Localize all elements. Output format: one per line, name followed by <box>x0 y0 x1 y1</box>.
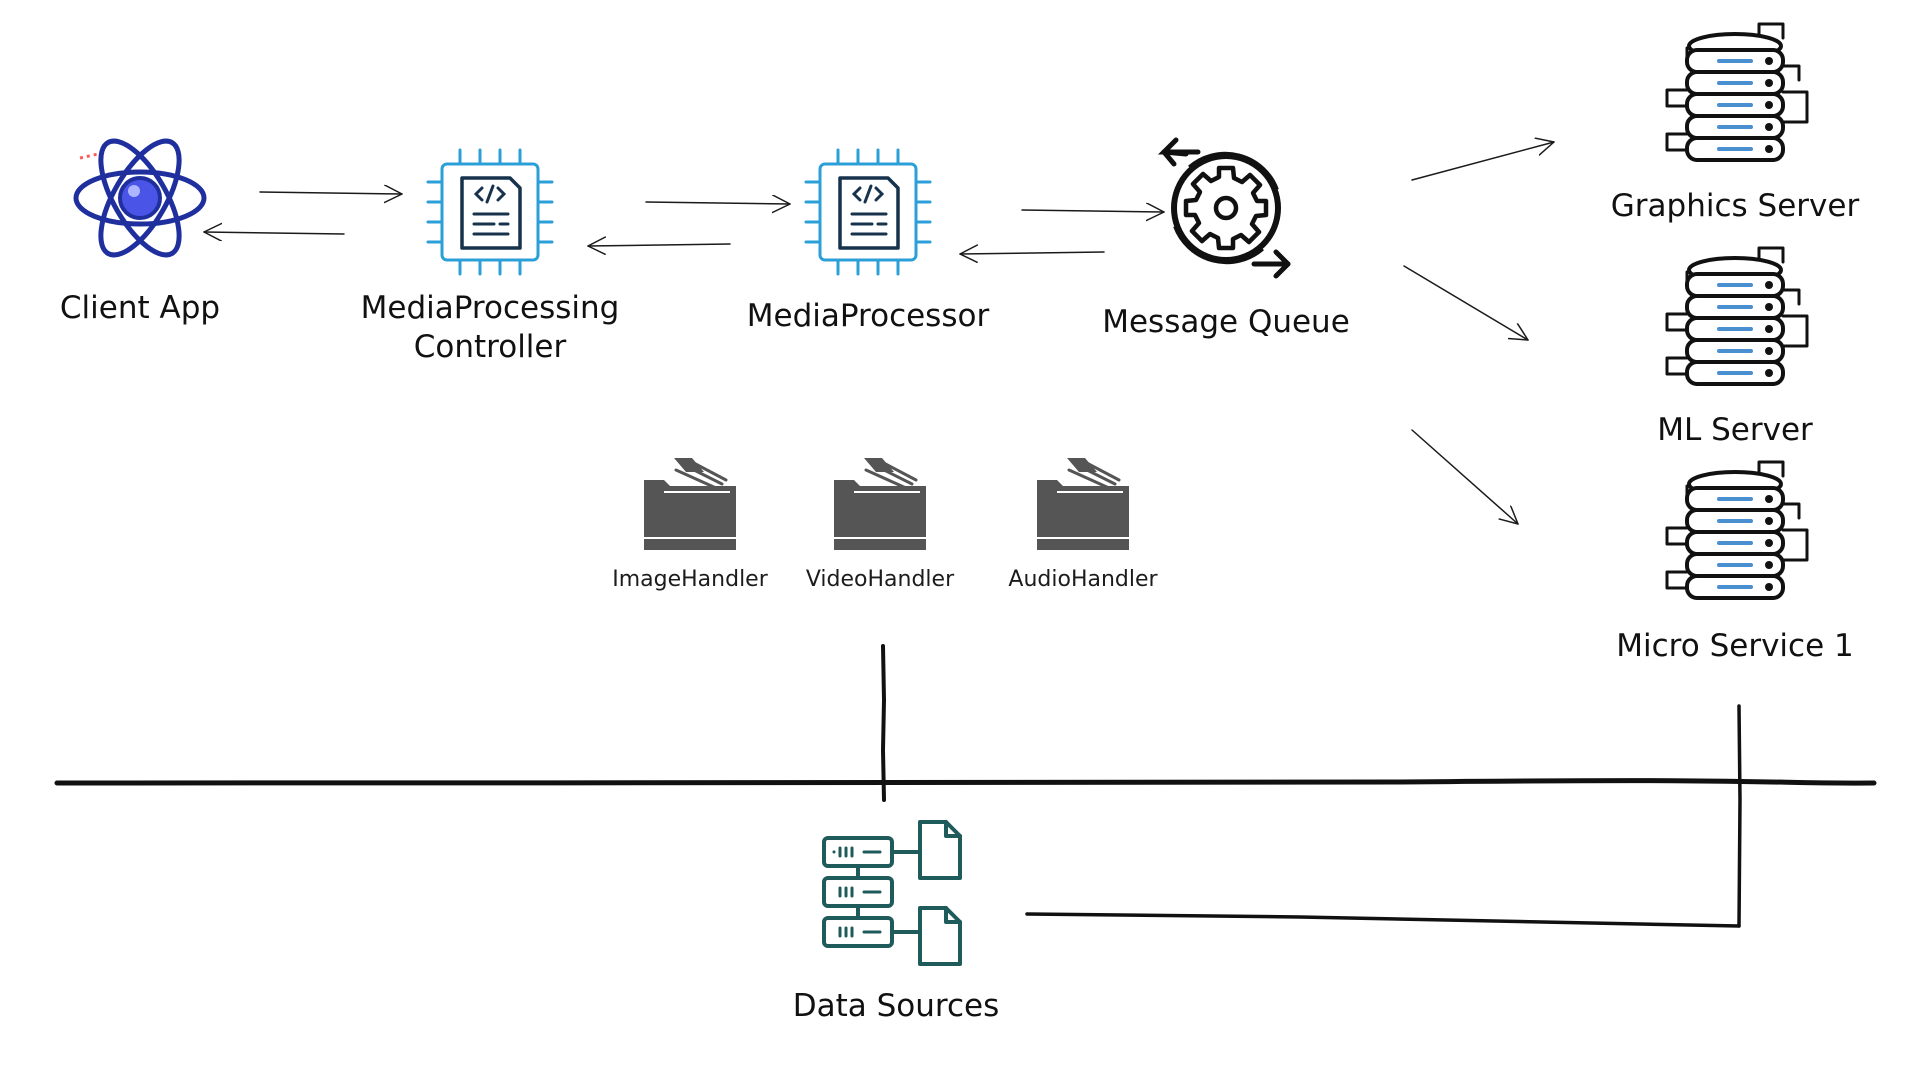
micro-service-connector <box>1737 704 1742 928</box>
audio-handler-node[interactable]: AudioHandler <box>1008 456 1159 592</box>
video-handler-node[interactable]: VideoHandler <box>806 456 955 592</box>
arrow-queue-to-processor <box>959 252 1105 254</box>
arrow-processor-to-controller <box>587 244 731 246</box>
audio-handler-label: AudioHandler <box>1008 567 1158 592</box>
ml-server-label: ML Server <box>1657 412 1813 448</box>
graphics-server-node[interactable]: Graphics Server <box>1611 22 1860 224</box>
client-app-node[interactable]: Client App <box>60 130 220 326</box>
controller-label-line1: MediaProcessing <box>361 290 620 326</box>
arrow-controller-to-client <box>203 232 345 234</box>
server-stack-icon <box>1665 460 1809 600</box>
folder-icon <box>642 456 738 552</box>
atom-icon <box>73 138 207 258</box>
data-bus <box>54 644 1877 928</box>
data-sources-node[interactable]: Data Sources <box>793 820 1000 1024</box>
message-queue-node[interactable]: Message Queue <box>1102 137 1350 340</box>
micro-service-node[interactable]: Micro Service 1 <box>1616 460 1854 664</box>
video-handler-connector <box>881 644 886 802</box>
server-stack-icon <box>1665 22 1809 162</box>
media-processing-controller-node[interactable]: MediaProcessing Controller <box>361 148 620 365</box>
media-processor-label: MediaProcessor <box>747 298 990 334</box>
folder-icon <box>1035 456 1131 552</box>
database-files-icon <box>822 820 962 966</box>
graphics-server-label: Graphics Server <box>1611 188 1860 224</box>
data-sources-connector <box>1025 912 1741 928</box>
ml-server-node[interactable]: ML Server <box>1657 246 1813 448</box>
image-handler-node[interactable]: ImageHandler <box>612 456 769 592</box>
arrow-controller-to-processor <box>645 202 791 204</box>
gear-cycle-icon <box>1157 137 1291 279</box>
micro-service-label: Micro Service 1 <box>1616 628 1853 664</box>
arrow-queue-to-ml-server <box>1403 265 1529 341</box>
controller-label-line2: Controller <box>414 329 567 365</box>
message-queue-label: Message Queue <box>1102 304 1350 340</box>
media-processor-node[interactable]: MediaProcessor <box>747 148 990 334</box>
chip-icon <box>804 148 932 276</box>
chip-icon <box>426 148 554 276</box>
folder-icon <box>832 456 928 552</box>
arrow-client-to-controller <box>259 192 403 194</box>
server-stack-icon <box>1665 246 1809 386</box>
bus-line <box>54 778 1877 787</box>
arrow-queue-to-graphics-server <box>1411 142 1555 181</box>
connectors <box>203 142 1555 525</box>
data-sources-label: Data Sources <box>793 988 1000 1024</box>
client-app-label: Client App <box>60 290 220 326</box>
video-handler-label: VideoHandler <box>806 567 955 592</box>
image-handler-label: ImageHandler <box>612 567 768 592</box>
arrow-processor-to-queue <box>1021 210 1165 212</box>
arrow-queue-to-micro-service <box>1411 429 1519 525</box>
